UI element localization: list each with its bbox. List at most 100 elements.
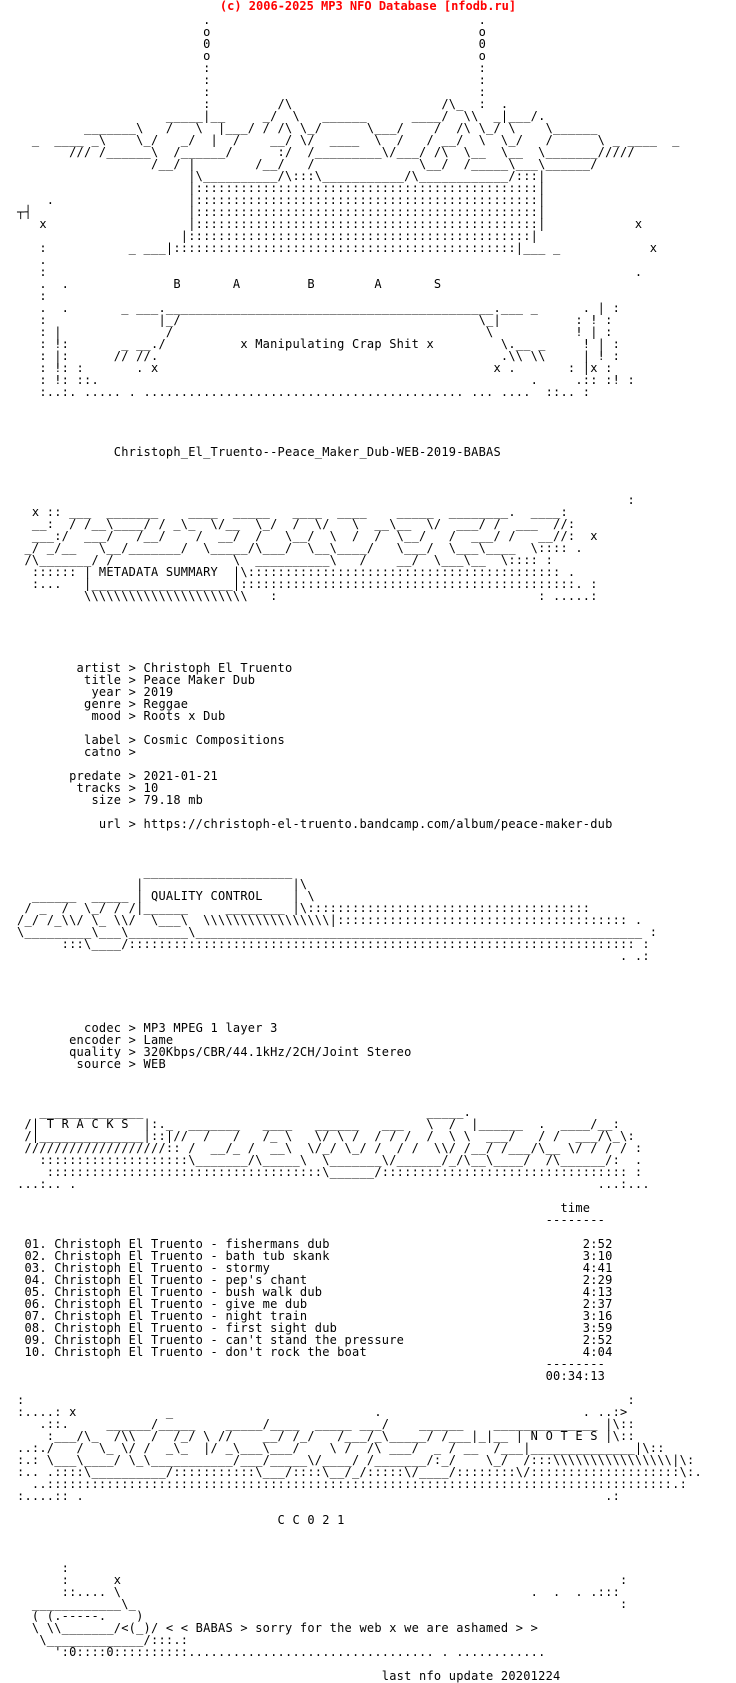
nfo-line: ':0::::0::::::::::......................… xyxy=(17,1645,546,1659)
nfo-line: \\\\\\\\\\\\\\\\\\\\\\ : : .....: xyxy=(17,589,598,603)
nfo-line: . . B A B A S xyxy=(17,277,442,291)
nfo-line: ____________________ xyxy=(17,865,293,879)
nfo-line: : : xyxy=(17,85,487,99)
nfo-line: 03. Christoph El Truento - stormy 4:41 xyxy=(17,1261,613,1275)
nfo-line: source > WEB xyxy=(17,1057,166,1071)
nfo-line: : x : xyxy=(17,1573,628,1587)
nfo-line: : : xyxy=(17,1393,635,1407)
nfo-line: :.: \___\____/ \_\___________/___/_____\… xyxy=(17,1453,695,1467)
nfo-line: :::\____/:::::::::::::::::::::::::::::::… xyxy=(17,937,650,951)
nfo-line: C C 0 2 1 xyxy=(17,1513,345,1527)
nfo-line: |:::::::::::::::::::::::::::::::::::::::… xyxy=(17,181,546,195)
nfo-line: 04. Christoph El Truento - pep's chant 2… xyxy=(17,1273,613,1287)
nfo-line: |:::::::::::::::::::::::::::::::::::::::… xyxy=(17,229,539,243)
nfo-line: ///////////////////:: / __/_ / __\ \/_/ … xyxy=(17,1141,643,1155)
nfo-line: _/ _/__ \__/_______/ \_____/\___/ \__\__… xyxy=(17,541,583,555)
nfo-line: label > Cosmic Compositions xyxy=(17,733,286,747)
nfo-line: /|______________|::|// / / /_ \ \/ \ / /… xyxy=(17,1129,635,1143)
nfo-line: ______________ _____. xyxy=(17,1105,472,1119)
nfo-line: / _ / \_/ / /|______ ________ |\::::::::… xyxy=(17,901,591,915)
nfo-line: ____________\_ : xyxy=(17,1597,628,1611)
nfo-line: 09. Christoph El Truento - can't stand t… xyxy=(17,1333,613,1347)
nfo-line: ...:.. . ...:... xyxy=(17,1177,650,1191)
nfo-line: genre > Reggae xyxy=(17,697,189,711)
nfo-line: year > 2019 xyxy=(17,685,174,699)
nfo-line: : _ ___|::::::::::::::::::::::::::::::::… xyxy=(17,241,658,255)
nfo-line: 0 0 xyxy=(17,37,487,51)
nfo-line: : !: _ __./ x Manipulating Crap Shit x \… xyxy=(17,337,621,351)
nfo-line: __: / /__\____/ / _\_ \/__ \_/ / \/ \ __… xyxy=(17,517,576,531)
nfo-line: ___:/ ___/ /__/ / __/ / \__/ \ / / \__/ … xyxy=(17,529,598,543)
nfo-line: /\_______/ / \ __________\ / __/ \___\__… xyxy=(17,553,554,567)
nfo-line: 01. Christoph El Truento - fishermans du… xyxy=(17,1237,613,1251)
nfo-line: x |:::::::::::::::::::::::::::::::::::::… xyxy=(17,217,643,231)
nfo-line: . . _ ___.______________________________… xyxy=(17,301,621,315)
nfo-line: : !: ::. . .:: :! : xyxy=(17,373,635,387)
nfo-line: : !: : . x x . : |x : xyxy=(17,361,613,375)
nfo-line: encoder > Lame xyxy=(17,1033,174,1047)
nfo-line: : xyxy=(17,289,47,303)
nfo-line: quality > 320Kbps/CBR/44.1kHz/2CH/Joint … xyxy=(17,1045,412,1059)
nfo-line: ::::::::::::::::::::\_______/\_____\ \__… xyxy=(17,1153,643,1167)
nfo-line: codec > MP3 MPEG 1 layer 3 xyxy=(17,1021,278,1035)
nfo-line: tracks > 10 xyxy=(17,781,159,795)
nfo-line: |\__________/\:::\___________/\_________… xyxy=(17,169,546,183)
nfo-line: :.. .::::\__________/:::::::::::\___/:::… xyxy=(17,1465,702,1479)
nfo-line: artist > Christoph El Truento xyxy=(17,661,293,675)
nfo-line: : xyxy=(17,1561,70,1575)
nfo-line: : . xyxy=(17,265,643,279)
nfo-line: : /\ /\_ : . xyxy=(17,97,509,111)
nfo-line: \_________\___\________\________________… xyxy=(17,925,658,939)
nfo-line: : |_/ \_| : ! : xyxy=(17,313,613,327)
nfo-line: :___/\_ /\\ / /_/ \ // __/ /_/ /___/_\__… xyxy=(17,1429,635,1443)
nfo-line: :::::::::::::::::::::::::::::::::::::\__… xyxy=(17,1165,643,1179)
nfo-line: ..::::::::::::::::::::::::::::::::::::::… xyxy=(17,1477,688,1491)
nfo-line: :....:: . .: xyxy=(17,1489,621,1503)
nfo-line: . xyxy=(17,253,47,267)
nfo-line: :....: x _ . . ..:> xyxy=(17,1405,628,1419)
nfo-line: : : xyxy=(17,61,487,75)
nfo-line: . |:::::::::::::::::::::::::::::::::::::… xyxy=(17,193,546,207)
nfo-line: /// /______\ /______/ :/ /_________\/___… xyxy=(17,145,635,159)
nfo-line: -------- xyxy=(17,1357,606,1371)
nfo-line: _____|__ _/ \ ______ ____/ \\ _|___/. xyxy=(17,109,546,123)
nfo-line: ::.... \ . . . .::: xyxy=(17,1585,621,1599)
nfo-line: | |\ xyxy=(17,877,308,891)
nfo-line: . .: xyxy=(17,949,650,963)
nfo-line: 08. Christoph El Truento - first sight d… xyxy=(17,1321,613,1335)
nfo-line: _ ____ _\ \_/ _/ | / __/ \/ ____ \ / / _… xyxy=(17,133,680,147)
nfo-line: :..:. ..... . ..........................… xyxy=(17,385,591,399)
nfo-line: .::. ______/_____ _____/____ _____ ___/ … xyxy=(17,1417,635,1431)
nfo-line: o o xyxy=(17,25,487,39)
nfo-line: time xyxy=(17,1201,591,1215)
nfo-line: ______ _____ | QUALITY CONTROL | \ xyxy=(17,889,315,903)
site-header: (c) 2006-2025 MP3 NFO Database [nfodb.ru… xyxy=(219,0,517,13)
nfo-line: 07. Christoph El Truento - night train 3… xyxy=(17,1309,613,1323)
nfo-line: ..:./ / \_ \/ / _\_ |/ _\___\___/ \ / /\… xyxy=(17,1441,665,1455)
nfo-line: : : xyxy=(17,73,487,87)
nfo-line: mood > Roots x Dub xyxy=(17,709,226,723)
nfo-line: -------- xyxy=(17,1213,606,1227)
nfo-line: 10. Christoph El Truento - don't rock th… xyxy=(17,1345,613,1359)
nfo-line: : |: // //. .\\ \\ | ! : xyxy=(17,349,621,363)
nfo-line: /__/ | /__/ / \__/ /_____\___\______/ xyxy=(17,157,598,171)
nfo-line: 02. Christoph El Truento - bath tub skan… xyxy=(17,1249,613,1263)
nfo-line: 00:34:13 xyxy=(17,1369,606,1383)
nfo-text: . . o o 0 0 o xyxy=(17,14,702,1682)
nfo-line: /_/ /_\\/ \_ \\/ \___\ \\\\\\\\\\\\\\\\\… xyxy=(17,913,643,927)
nfo-line: size > 79.18 mb xyxy=(17,793,204,807)
nfo-line: : | / \ ! | : xyxy=(17,325,613,339)
nfo-line: 06. Christoph El Truento - give me dub 2… xyxy=(17,1297,613,1311)
nfo-line: /| T R A C K S |:._ _______ ____ ______ … xyxy=(17,1117,621,1131)
nfo-line: x :: ___ _______ ____ _____ ____ ____ __… xyxy=(17,505,568,519)
nfo-line: url > https://christoph-el-truento.bandc… xyxy=(17,817,613,831)
nfo-line: last nfo update 20201224 xyxy=(17,1669,561,1683)
nfo-line: title > Peace Maker Dub xyxy=(17,673,256,687)
nfo-line: o o xyxy=(17,49,487,63)
nfo-line: Christoph_El_Truento--Peace_Maker_Dub-WE… xyxy=(17,445,501,459)
nfo-line: predate > 2021-01-21 xyxy=(17,769,219,783)
nfo-line: :... |___________________|::::::::::::::… xyxy=(17,577,598,591)
nfo-line: _______\ / \ |___/ / /\ \_/ \___/ / /\ \… xyxy=(17,121,598,135)
nfo-line: catno > xyxy=(17,745,137,759)
nfo-line: ┬┤ |::::::::::::::::::::::::::::::::::::… xyxy=(17,205,546,219)
